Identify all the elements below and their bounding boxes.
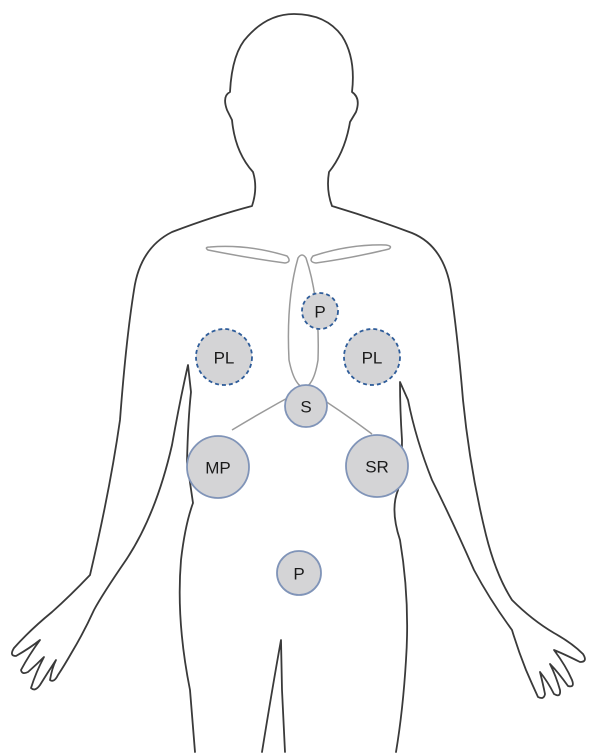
left-clavicle — [206, 246, 289, 263]
marker-label: P — [314, 303, 325, 322]
marker-mp: MP — [187, 436, 249, 498]
marker-label: P — [293, 565, 304, 584]
right-clavicle — [311, 245, 390, 263]
marker-label: PL — [362, 349, 383, 368]
marker-label: SR — [365, 458, 389, 477]
marker-sr: SR — [346, 435, 408, 497]
marker-s: S — [285, 385, 327, 427]
marker-p-upper: P — [302, 293, 338, 329]
marker-label: MP — [205, 459, 231, 478]
marker-p-lower: P — [277, 551, 321, 595]
marker-label: PL — [214, 349, 235, 368]
marker-pl-right: PL — [344, 329, 400, 385]
marker-label: S — [300, 398, 311, 417]
marker-pl-left: PL — [196, 329, 252, 385]
body-outline — [12, 14, 585, 752]
